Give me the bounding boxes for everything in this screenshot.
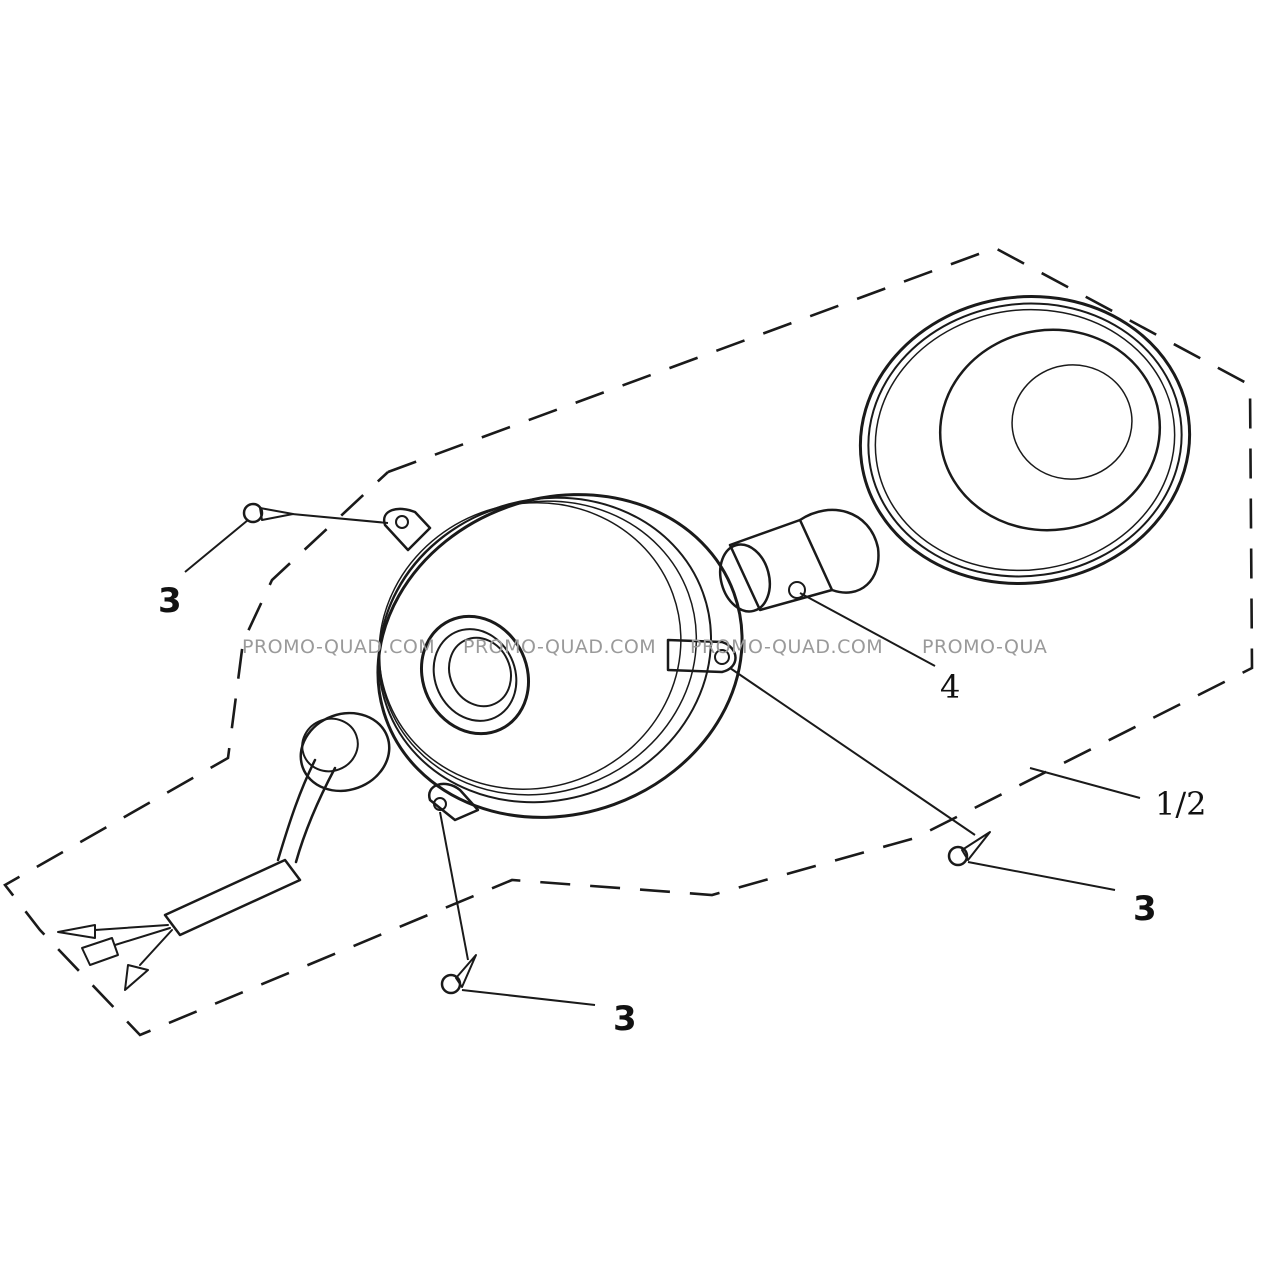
assembly-dashed-boundary (3, 246, 1254, 1037)
callout-bulb: 4 (940, 668, 960, 706)
bulb-socket-harness (57, 711, 391, 991)
screw-bottom (439, 811, 596, 1006)
watermark-1: PROMO-QUAD.COM (242, 636, 435, 658)
callout-headlight-assembly: 1/2 (1155, 785, 1207, 823)
watermark-3: PROMO-QUAD.COM (690, 636, 883, 658)
screw-right (729, 667, 1116, 891)
callout-screw-top-left: 3 (158, 581, 182, 621)
headlight-rim (858, 295, 1192, 585)
assembly-lead-line (1029, 767, 1141, 799)
headlight-housing (376, 493, 744, 822)
watermark-4: PROMO-QUA (922, 636, 1047, 658)
callout-screw-right: 3 (1133, 889, 1157, 929)
callout-screw-bottom: 3 (613, 999, 637, 1039)
watermark-2: PROMO-QUAD.COM (463, 636, 656, 658)
bulb (718, 508, 936, 667)
screw-top-left (184, 502, 389, 573)
